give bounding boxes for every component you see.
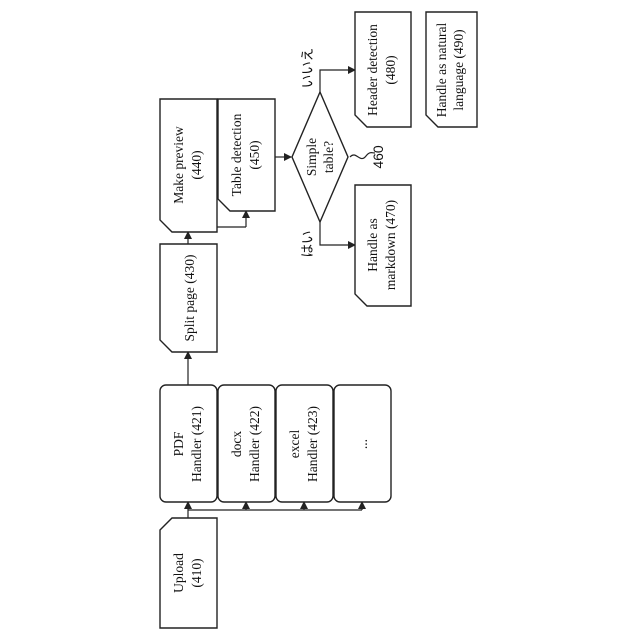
- header-detection-label-2: (480): [383, 55, 398, 84]
- split-page-label: Split page (430): [182, 255, 197, 342]
- decision-label-1: Simple: [304, 138, 319, 176]
- handle-natural-node: Handle as natural language (490): [426, 12, 477, 127]
- connector-decision-no: [320, 70, 355, 92]
- simple-table-decision: Simple table?: [292, 92, 348, 222]
- decision-diamond: [292, 92, 348, 222]
- pdf-handler-node: PDF Handler (421): [160, 385, 217, 502]
- decision-ref-number: 460: [370, 145, 386, 169]
- excel-handler-label-2: Handler (423): [305, 406, 320, 482]
- yes-branch-label: はい: [300, 231, 315, 258]
- make-preview-node: Make preview (440): [160, 99, 217, 232]
- split-page-node: Split page (430): [160, 244, 217, 352]
- table-detection-label-1: Table detection: [229, 113, 244, 196]
- excel-handler-node: excel Handler (423): [276, 385, 333, 502]
- docx-handler-node: docx Handler (422): [218, 385, 275, 502]
- decision-label-2: table?: [321, 141, 336, 173]
- upload-label-1: Upload: [171, 553, 186, 593]
- pdf-handler-label-1: PDF: [171, 431, 186, 456]
- handle-markdown-label-2: markdown (470): [383, 200, 398, 290]
- connector-decision-yes: [320, 222, 355, 245]
- handle-natural-label-1: Handle as natural: [434, 23, 449, 118]
- handle-markdown-label-1: Handle as: [365, 218, 380, 272]
- excel-handler-label-1: excel: [287, 430, 302, 459]
- make-preview-label-2: (440): [189, 150, 204, 179]
- pdf-handler-label-2: Handler (421): [189, 406, 204, 482]
- no-branch-label: いいえ: [300, 48, 315, 89]
- more-handlers-node: ...: [334, 385, 391, 502]
- upload-node: Upload (410): [160, 518, 217, 628]
- handle-markdown-node: Handle as markdown (470): [355, 185, 411, 306]
- table-detection-node: Table detection (450): [218, 99, 275, 211]
- upload-label-2: (410): [189, 558, 204, 587]
- docx-handler-label-1: docx: [229, 431, 244, 457]
- docx-handler-label-2: Handler (422): [247, 406, 262, 482]
- make-preview-label-1: Make preview: [171, 126, 186, 204]
- more-handlers-label: ...: [355, 439, 370, 449]
- handle-natural-label-2: language (490): [451, 29, 466, 110]
- header-detection-label-1: Header detection: [365, 24, 380, 116]
- header-detection-node: Header detection (480): [355, 12, 411, 127]
- table-detection-label-2: (450): [247, 140, 262, 169]
